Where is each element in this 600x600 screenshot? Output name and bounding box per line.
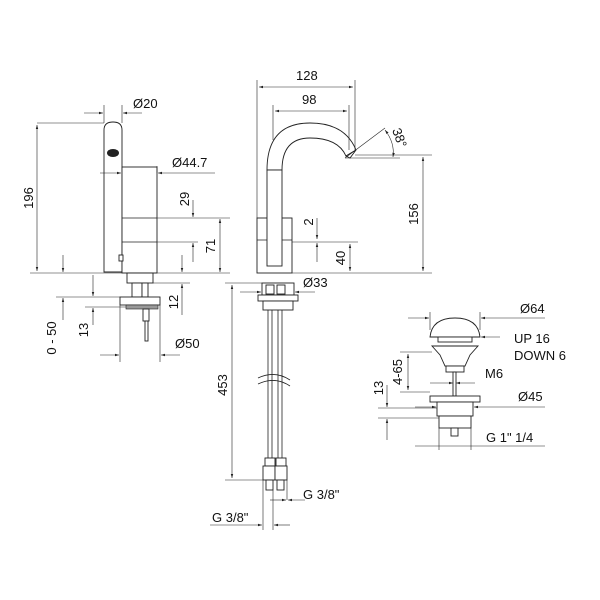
dim-0-50: 0 - 50	[44, 321, 59, 354]
dim-d64: Ø64	[520, 301, 545, 316]
dim-g1-1-4: G 1" 1/4	[486, 430, 533, 445]
dim-d45: Ø45	[518, 389, 543, 404]
waste-cap	[429, 317, 481, 338]
side-body	[121, 166, 158, 274]
waste-rod	[452, 371, 457, 397]
dim-71: 71	[203, 239, 218, 253]
aerator-icon	[107, 149, 119, 157]
dim-up-16: UP 16	[514, 331, 550, 346]
dim-13: 13	[76, 323, 91, 337]
dim-d33: Ø33	[303, 275, 328, 290]
dim-d20: Ø20	[133, 96, 158, 111]
front-view: 128 98 38° 156 2 40 Ø33 453 G 3/8" G 3/8…	[210, 68, 432, 530]
base-plate	[119, 296, 161, 306]
dim-2: 2	[301, 218, 316, 225]
pop-up-waste: Ø64 UP 16 DOWN 6 4-65 M6 13 Ø45 G 1" 1/4	[371, 301, 566, 450]
dim-13-waste: 13	[371, 381, 386, 395]
front-spout-tube	[266, 169, 283, 267]
dim-128: 128	[296, 68, 318, 83]
front-spout-curve	[266, 122, 357, 171]
break-line	[257, 374, 291, 387]
dim-453: 453	[215, 374, 230, 396]
dim-m6: M6	[485, 366, 503, 381]
waste-flange	[429, 395, 481, 403]
dim-156: 156	[406, 203, 421, 225]
dim-29: 29	[177, 192, 192, 206]
dim-down-6: DOWN 6	[514, 348, 566, 363]
dim-angle-38: 38°	[389, 126, 410, 150]
dim-196: 196	[21, 187, 36, 209]
side-spout	[103, 121, 123, 273]
dim-d50: Ø50	[175, 336, 200, 351]
dim-40: 40	[333, 251, 348, 265]
dim-g38-right: G 3/8"	[303, 487, 340, 502]
lever-pin	[118, 254, 124, 262]
side-view: 196 Ø20 Ø44.7 29 71 12 0 - 50 13 Ø50	[21, 96, 230, 362]
dim-12: 12	[166, 295, 181, 309]
dim-4-65: 4-65	[390, 359, 405, 385]
dim-d44-7: Ø44.7	[172, 155, 207, 170]
dim-98: 98	[302, 92, 316, 107]
dim-g38-left: G 3/8"	[212, 510, 249, 525]
